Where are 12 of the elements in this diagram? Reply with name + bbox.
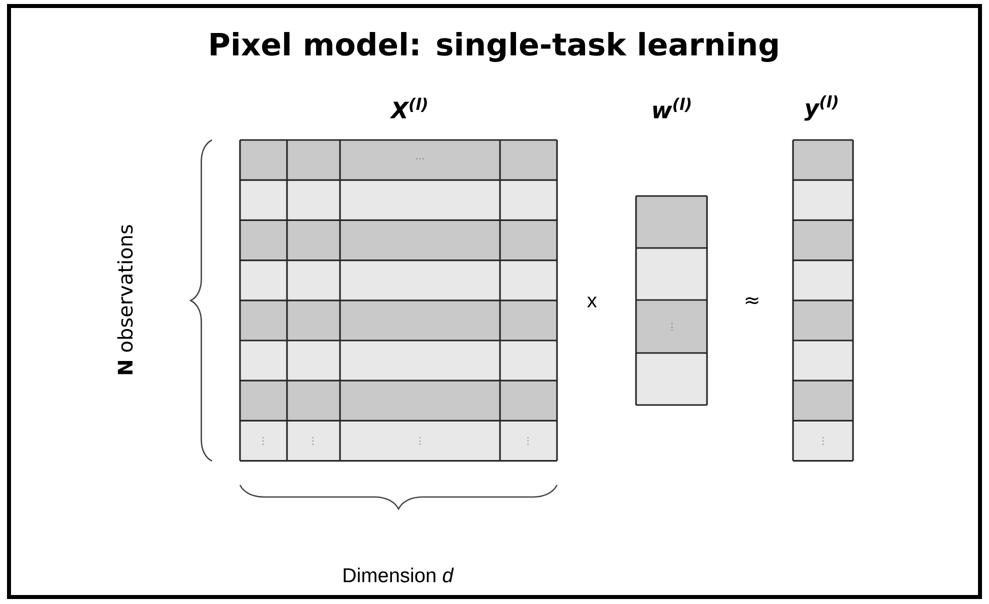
- matrix-label: X$^{(l)}$: [390, 98, 427, 118]
- ellipsis: ⋮: [822, 437, 824, 445]
- vector-label: y$^{(l)}$: [804, 95, 838, 121]
- axis-label: Dimension d: [344, 568, 454, 582]
- operator-symbol: ≈: [746, 297, 758, 304]
- ellipsis: ⋮: [262, 437, 264, 445]
- axis-label: N observations: [117, 225, 133, 374]
- title: Pixel model: single-task learning: [210, 32, 778, 62]
- ellipsis: ⋮: [312, 437, 314, 445]
- vector-label: w$^{(l)}$: [653, 98, 691, 118]
- ellipsis: ⋯: [416, 158, 424, 160]
- operator-symbol: x: [587, 296, 597, 308]
